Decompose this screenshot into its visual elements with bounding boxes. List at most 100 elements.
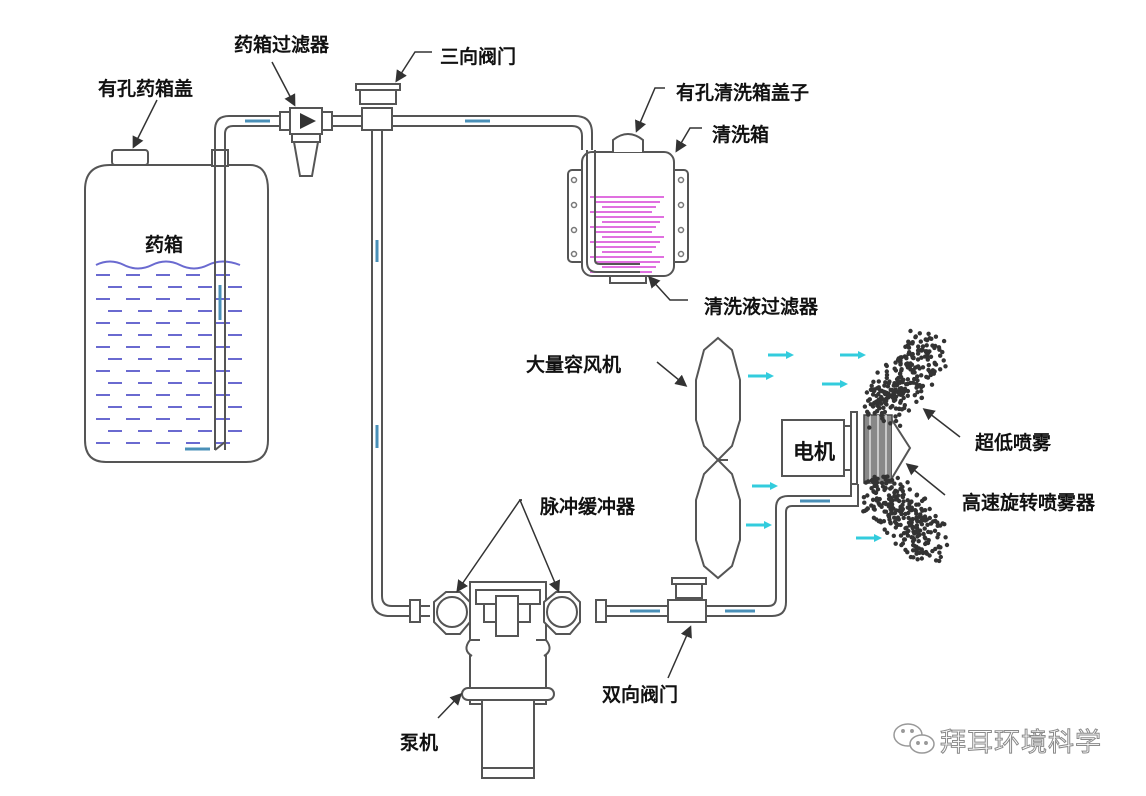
mist-droplet bbox=[919, 506, 924, 512]
label-cleaning-tank: 清洗箱 bbox=[712, 124, 770, 146]
mist-droplet bbox=[944, 542, 950, 548]
mist-droplet bbox=[879, 394, 884, 400]
mist-droplet bbox=[922, 535, 927, 540]
mist-droplet bbox=[889, 477, 895, 483]
mist-droplet bbox=[921, 531, 926, 537]
mist-droplet bbox=[892, 510, 898, 516]
mist-droplet bbox=[893, 406, 899, 411]
mist-droplet bbox=[893, 360, 898, 365]
mist-droplet bbox=[933, 334, 939, 339]
pesticide-tank bbox=[84, 149, 269, 463]
motor bbox=[781, 411, 858, 485]
mist-droplet bbox=[915, 357, 921, 362]
label-motor: 电机 bbox=[793, 440, 835, 464]
mist-droplet bbox=[937, 550, 942, 555]
mist-droplet bbox=[891, 533, 896, 538]
mist-droplet bbox=[888, 421, 893, 426]
mist-droplet bbox=[883, 380, 888, 385]
mist-droplet bbox=[907, 487, 912, 492]
mist-droplet bbox=[893, 382, 899, 388]
mist-droplet bbox=[915, 519, 920, 524]
mist-droplet bbox=[896, 375, 901, 381]
mist-droplet bbox=[872, 388, 877, 394]
mist-droplet bbox=[881, 519, 887, 524]
mist-droplet bbox=[897, 423, 903, 428]
mist-droplet bbox=[866, 412, 871, 417]
mist-droplet bbox=[888, 520, 893, 525]
watermark-text: 拜耳环境科学 bbox=[939, 728, 1103, 759]
mist-droplet bbox=[923, 518, 928, 523]
mist-droplet bbox=[899, 355, 904, 360]
mist-droplet bbox=[916, 344, 921, 349]
mist-droplet bbox=[904, 361, 909, 367]
mist-droplet bbox=[943, 535, 948, 540]
mist-droplet bbox=[893, 397, 898, 402]
mist-droplet bbox=[900, 488, 905, 494]
mist-droplet bbox=[886, 514, 892, 520]
mist-droplet bbox=[876, 397, 881, 403]
mist-droplet bbox=[901, 537, 907, 542]
mist-droplet bbox=[940, 349, 945, 355]
mist-droplet bbox=[876, 519, 881, 524]
label-tank-filter: 药箱过滤器 bbox=[234, 34, 330, 56]
mist-droplet bbox=[897, 412, 902, 417]
mist-droplet bbox=[916, 546, 922, 551]
mist-droplet bbox=[922, 526, 927, 531]
mist-droplet bbox=[932, 345, 937, 351]
mist-droplet bbox=[915, 557, 920, 562]
mist-droplet bbox=[904, 356, 909, 361]
mist-droplet bbox=[898, 482, 903, 487]
mist-droplet bbox=[883, 501, 888, 507]
mist-droplet bbox=[909, 535, 914, 540]
mist-droplet bbox=[940, 521, 945, 526]
mist-droplet bbox=[917, 331, 922, 336]
mist-droplet bbox=[938, 554, 943, 560]
mist-droplet bbox=[912, 376, 917, 382]
leader-lines bbox=[132, 51, 961, 719]
mist-droplet bbox=[929, 370, 935, 376]
mist-droplet bbox=[928, 354, 934, 359]
label-three-way-valve: 三向阀门 bbox=[440, 46, 517, 68]
fan bbox=[695, 336, 741, 580]
cleaning-tank-pipe bbox=[586, 150, 640, 273]
mist-droplet bbox=[889, 503, 894, 508]
mist-droplet bbox=[893, 387, 898, 392]
air-arrow-head bbox=[770, 482, 778, 490]
mist-droplet bbox=[881, 405, 886, 410]
mist-droplet bbox=[903, 344, 908, 349]
mist-droplet bbox=[905, 393, 910, 398]
top-pipe bbox=[214, 115, 593, 150]
mist-droplet bbox=[910, 340, 915, 345]
mist-droplet bbox=[898, 359, 903, 365]
mist-droplet bbox=[917, 550, 922, 555]
mist-droplet bbox=[919, 389, 924, 394]
mist-droplet bbox=[932, 360, 937, 365]
mist-droplet bbox=[932, 528, 938, 533]
mist-droplet bbox=[919, 355, 924, 360]
mist-droplet bbox=[941, 358, 946, 363]
mist-droplet bbox=[895, 493, 901, 498]
mist-droplet bbox=[925, 522, 930, 527]
delivery-pipe bbox=[596, 484, 859, 617]
liquid-surface bbox=[95, 260, 241, 270]
mist-droplet bbox=[880, 416, 885, 421]
mist-droplet bbox=[882, 527, 887, 532]
mist-droplet bbox=[889, 509, 894, 515]
mist-droplet bbox=[913, 508, 918, 513]
mist-droplet bbox=[866, 479, 871, 484]
pulse-damper-right bbox=[543, 591, 581, 635]
label-pesticide-tank: 药箱 bbox=[145, 234, 184, 256]
mist-droplet bbox=[903, 547, 908, 553]
mist-droplet bbox=[901, 499, 906, 504]
mist-droplet bbox=[936, 544, 941, 549]
mist-droplet bbox=[861, 495, 867, 500]
mist-droplet bbox=[927, 515, 932, 521]
mist-droplet bbox=[894, 516, 900, 521]
mist-droplet bbox=[908, 554, 914, 560]
mist-droplet bbox=[910, 380, 916, 385]
spray-mist bbox=[861, 328, 950, 564]
mist-droplet bbox=[900, 541, 906, 546]
mist-droplet bbox=[926, 367, 931, 373]
air-arrow-head bbox=[840, 380, 848, 388]
mist-droplet bbox=[882, 509, 887, 514]
